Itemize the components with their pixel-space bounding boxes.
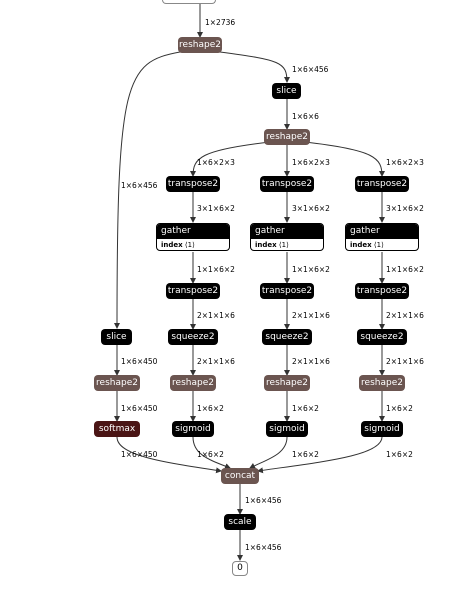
node-slice-a[interactable]: slice bbox=[272, 83, 301, 99]
node-gather-c[interactable]: gather index ⟨1⟩ bbox=[345, 223, 419, 251]
edge-cc-a bbox=[192, 436, 231, 469]
gather-c-title: gather bbox=[346, 224, 418, 239]
edge-label-t1-c: 1×6×2×3 bbox=[386, 158, 424, 167]
node-softmax[interactable]: softmax bbox=[94, 421, 140, 437]
gather-a-title: gather bbox=[157, 224, 229, 239]
edge-label-cc-a: 1×6×2 bbox=[197, 450, 224, 459]
gather-c-attr-key: index bbox=[350, 241, 372, 249]
edge-cc-b bbox=[249, 436, 288, 469]
node-squeeze-b[interactable]: squeeze2 bbox=[262, 329, 312, 345]
gather-a-attr-key: index bbox=[161, 241, 183, 249]
gather-b-title: gather bbox=[251, 224, 323, 239]
gather-a-attr-val: ⟨1⟩ bbox=[184, 241, 195, 249]
input-node-stub[interactable] bbox=[162, 0, 216, 4]
node-reshape-a[interactable]: reshape2 bbox=[170, 375, 216, 391]
edge-label-sig-c: 1×6×2 bbox=[386, 404, 413, 413]
edge-label-sq-b: 2×1×1×6 bbox=[292, 311, 330, 320]
edge-t1-c bbox=[304, 141, 385, 177]
edge-left-concat bbox=[116, 436, 222, 474]
node-transpose-a1[interactable]: transpose2 bbox=[166, 176, 220, 192]
edge-label-to-scale: 1×6×456 bbox=[245, 496, 282, 505]
node-reshape-left[interactable]: reshape2 bbox=[94, 375, 140, 391]
node-reshape-c[interactable]: reshape2 bbox=[359, 375, 405, 391]
node-reshape-b[interactable]: reshape2 bbox=[264, 129, 310, 145]
edge-label-to-slice-left: 1×6×456 bbox=[121, 181, 158, 190]
node-transpose-b1[interactable]: transpose2 bbox=[260, 176, 314, 192]
gather-a-attr: index ⟨1⟩ bbox=[157, 239, 229, 250]
edge-label-g-c: 3×1×6×2 bbox=[386, 204, 424, 213]
node-transpose-a2[interactable]: transpose2 bbox=[166, 283, 220, 299]
edge-label-rs-c: 2×1×1×6 bbox=[386, 357, 424, 366]
gather-c-attr-val: ⟨1⟩ bbox=[373, 241, 384, 249]
node-scale[interactable]: scale bbox=[224, 514, 256, 530]
edge-label-left-softmax: 1×6×450 bbox=[121, 404, 158, 413]
edge-to-slice-left bbox=[114, 51, 181, 329]
edge-label-t2-b: 1×1×6×2 bbox=[292, 265, 330, 274]
node-sigmoid-b[interactable]: sigmoid bbox=[266, 421, 308, 437]
node-transpose-c2[interactable]: transpose2 bbox=[355, 283, 409, 299]
edge-label-top: 1×2736 bbox=[205, 18, 236, 27]
edge-label-t2-c: 1×1×6×2 bbox=[386, 265, 424, 274]
edge-label-left-concat: 1×6×450 bbox=[121, 450, 158, 459]
edge-to-slice-a bbox=[219, 51, 290, 83]
gather-b-attr-key: index bbox=[255, 241, 277, 249]
edge-label-to-output: 1×6×456 bbox=[245, 543, 282, 552]
edge-t1-a bbox=[190, 141, 271, 177]
node-squeeze-a[interactable]: squeeze2 bbox=[168, 329, 218, 345]
edge-label-to-slice-a: 1×6×456 bbox=[292, 65, 329, 74]
node-reshape-top[interactable]: reshape2 bbox=[178, 37, 222, 53]
edge-label-sig-b: 1×6×2 bbox=[292, 404, 319, 413]
edge-label-cc-c: 1×6×2 bbox=[386, 450, 413, 459]
edge-label-sq-a: 2×1×1×6 bbox=[197, 311, 235, 320]
edge-label-to-reshape-b: 1×6×6 bbox=[292, 112, 319, 121]
edge-label-sig-a: 1×6×2 bbox=[197, 404, 224, 413]
node-reshape-bb[interactable]: reshape2 bbox=[264, 375, 310, 391]
node-slice-left[interactable]: slice bbox=[101, 329, 132, 345]
gather-b-attr-val: ⟨1⟩ bbox=[278, 241, 289, 249]
node-gather-a[interactable]: gather index ⟨1⟩ bbox=[156, 223, 230, 251]
node-concat[interactable]: concat bbox=[221, 468, 259, 484]
edge-label-g-b: 3×1×6×2 bbox=[292, 204, 330, 213]
node-transpose-b2[interactable]: transpose2 bbox=[260, 283, 314, 299]
node-output[interactable]: 0 bbox=[232, 561, 248, 576]
edge-cc-c bbox=[257, 436, 383, 474]
edge-label-left-reshape: 1×6×450 bbox=[121, 357, 158, 366]
node-gather-b[interactable]: gather index ⟨1⟩ bbox=[250, 223, 324, 251]
edge-label-t1-b: 1×6×2×3 bbox=[292, 158, 330, 167]
edge-label-g-a: 3×1×6×2 bbox=[197, 204, 235, 213]
node-sigmoid-c[interactable]: sigmoid bbox=[361, 421, 403, 437]
edge-label-t1-a: 1×6×2×3 bbox=[197, 158, 235, 167]
gather-b-attr: index ⟨1⟩ bbox=[251, 239, 323, 250]
edge-label-rs-b: 2×1×1×6 bbox=[292, 357, 330, 366]
edge-label-rs-a: 2×1×1×6 bbox=[197, 357, 235, 366]
edge-label-sq-c: 2×1×1×6 bbox=[386, 311, 424, 320]
node-squeeze-c[interactable]: squeeze2 bbox=[357, 329, 407, 345]
gather-c-attr: index ⟨1⟩ bbox=[346, 239, 418, 250]
edge-label-t2-a: 1×1×6×2 bbox=[197, 265, 235, 274]
node-sigmoid-a[interactable]: sigmoid bbox=[172, 421, 214, 437]
edge-label-cc-b: 1×6×2 bbox=[292, 450, 319, 459]
node-transpose-c1[interactable]: transpose2 bbox=[355, 176, 409, 192]
